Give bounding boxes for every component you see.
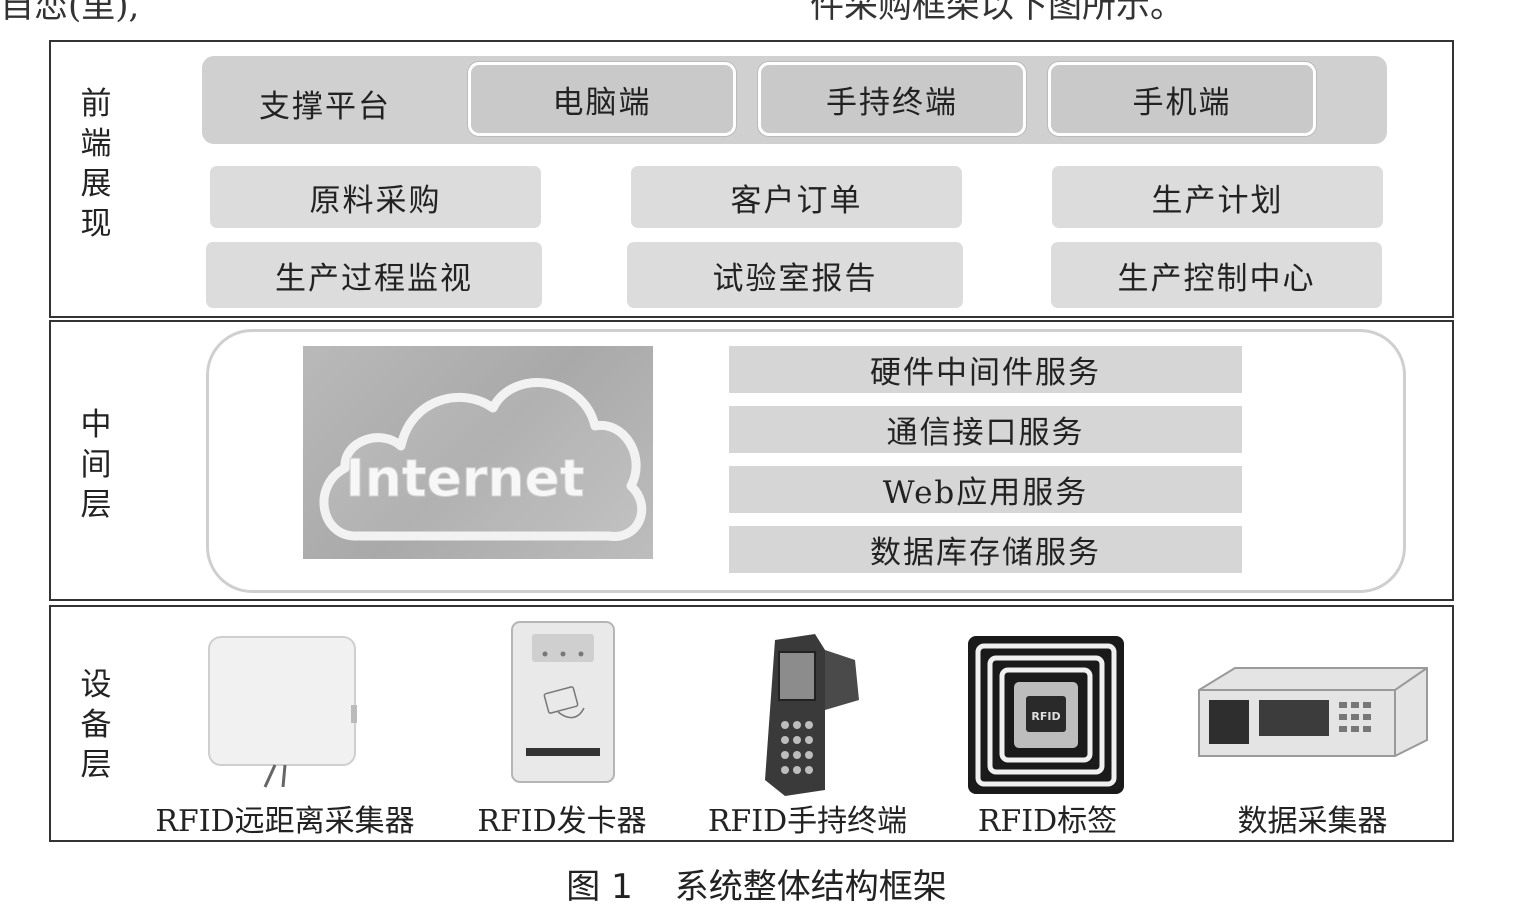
module-lab-report: 试验室报告: [627, 242, 963, 308]
module-customer-order: 客户订单: [631, 166, 962, 228]
rfid-tag-icon: RFID: [968, 636, 1124, 794]
module-production-control-center: 生产控制中心: [1051, 242, 1382, 308]
cloud-icon: Internet: [319, 378, 647, 541]
device-label-handheld-terminal: RFID手持终端: [707, 804, 908, 839]
device-label-rfid-tag: RFID标签: [977, 804, 1118, 839]
client-pc: 电脑端: [468, 62, 736, 136]
device-label-char: 备: [80, 707, 112, 743]
data-collector-icon: [1198, 667, 1428, 757]
frontend-layer-label: 前 端 展 现: [76, 84, 116, 244]
service-web-application: Web应用服务: [729, 466, 1242, 513]
client-mobile: 手机端: [1048, 62, 1316, 136]
module-production-plan: 生产计划: [1052, 166, 1383, 228]
device-label-data-collector: 数据采集器: [1237, 804, 1388, 839]
figure-number: 图 1: [566, 866, 633, 907]
device-label-card-issuer: RFID发卡器: [477, 804, 647, 839]
middleware-container: [206, 329, 1406, 593]
device-label-char: 层: [80, 747, 112, 783]
rfid-card-issuer-icon: [511, 621, 615, 783]
device-label-char: 设: [80, 667, 112, 703]
rfid-tag-chip-text: RFID: [1031, 710, 1060, 723]
frontend-label-char: 前: [80, 86, 112, 122]
cloud-text: Internet: [345, 449, 584, 509]
middle-label-char: 层: [80, 487, 112, 523]
rfid-handheld-terminal-icon: [765, 634, 859, 796]
frontend-label-char: 现: [80, 206, 112, 242]
service-database-storage: 数据库存储服务: [729, 526, 1242, 573]
middle-label-char: 中: [80, 407, 112, 443]
frontend-label-char: 端: [80, 126, 112, 162]
service-hardware-middleware: 硬件中间件服务: [729, 346, 1242, 393]
client-handheld: 手持终端: [758, 62, 1026, 136]
middle-label-char: 间: [80, 447, 112, 483]
rfid-long-range-reader-icon: [208, 636, 357, 788]
top-cut-text-right: 件采购框架以下图所示。: [810, 0, 1184, 26]
device-layer-label: 设 备 层: [76, 665, 116, 785]
module-process-monitoring: 生产过程监视: [206, 242, 542, 308]
service-communication-interface: 通信接口服务: [729, 406, 1242, 453]
figure-caption: 图 1 系统整体结构框架: [0, 858, 1513, 908]
module-raw-material-purchase: 原料采购: [210, 166, 541, 228]
device-label-long-range-reader: RFID远距离采集器: [155, 804, 415, 839]
support-platform-label: 支撑平台: [259, 88, 391, 125]
figure-title: 系统整体结构框架: [674, 866, 947, 907]
middle-layer-label: 中 间 层: [76, 405, 116, 525]
top-cut-text-left: 自恋(里),: [0, 0, 140, 26]
frontend-label-char: 展: [80, 166, 112, 202]
internet-cloud-image: Internet: [303, 346, 653, 559]
